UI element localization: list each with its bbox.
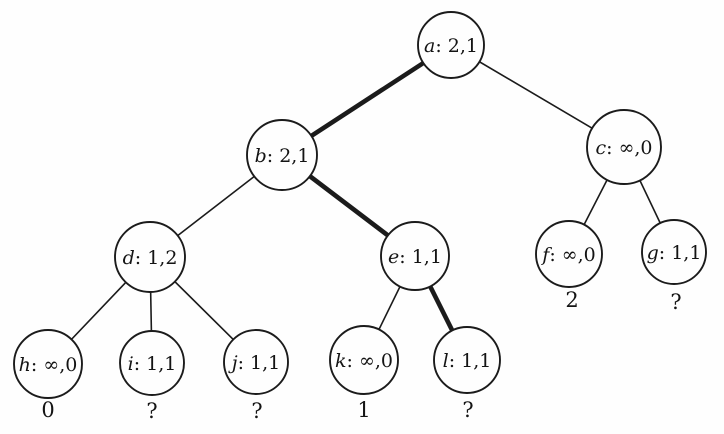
node-a-label: a: 2,1 xyxy=(424,35,478,57)
node-d-value: : 1,2 xyxy=(135,247,178,269)
node-g-circle xyxy=(641,219,707,285)
annotation-j-value: ? xyxy=(251,399,262,423)
edges-layer xyxy=(47,42,675,365)
tree-node-l: l: 1,1 xyxy=(433,326,501,394)
node-f-letter: f xyxy=(540,244,552,266)
node-g-value: : 1,1 xyxy=(659,242,702,264)
node-j-value: : 1,1 xyxy=(238,352,281,374)
annotation-g-value: ? xyxy=(670,290,681,314)
node-f-value: : ∞,0 xyxy=(549,244,595,266)
node-c-letter: c xyxy=(595,137,606,159)
node-h-label: h: ∞,0 xyxy=(19,354,78,376)
node-c-label: c: ∞,0 xyxy=(595,137,652,159)
tree-node-i: i: 1,1 xyxy=(119,330,185,396)
tree-node-f: f: ∞,0 xyxy=(535,220,603,288)
node-k-label: k: ∞,0 xyxy=(335,350,393,372)
node-b-label: b: 2,1 xyxy=(255,145,310,167)
node-i-letter: i xyxy=(128,353,134,375)
node-c-circle xyxy=(586,109,662,185)
node-e-letter: e xyxy=(388,246,399,268)
tree-node-c: c: ∞,0 xyxy=(586,109,662,185)
node-h-letter: h xyxy=(19,354,31,376)
node-b-circle xyxy=(246,119,318,191)
node-l-letter: l xyxy=(443,350,449,372)
node-g-letter: g xyxy=(647,242,659,264)
node-i-value: : 1,1 xyxy=(134,353,177,375)
tree-node-d: d: 1,2 xyxy=(114,221,186,293)
node-h-circle xyxy=(13,329,83,399)
node-j-label: j: 1,1 xyxy=(228,352,281,374)
node-d-circle xyxy=(114,221,186,293)
tree-node-k: k: ∞,0 xyxy=(329,325,399,395)
node-e-label: e: 1,1 xyxy=(388,246,442,268)
tree-node-b: b: 2,1 xyxy=(246,119,318,191)
node-b-value: : 2,1 xyxy=(267,145,310,167)
tree-node-j: j: 1,1 xyxy=(223,329,289,395)
node-k-letter: k xyxy=(335,350,347,372)
node-a-value: : 2,1 xyxy=(435,35,478,57)
annotation-i-value: ? xyxy=(146,399,157,423)
node-a-circle xyxy=(417,11,485,79)
node-c-value: : ∞,0 xyxy=(606,137,652,159)
tree-node-g: g: 1,1 xyxy=(641,219,707,285)
node-f-circle xyxy=(535,220,603,288)
annotation-f-value: 2 xyxy=(565,288,578,312)
tree-node-a: a: 2,1 xyxy=(417,11,485,79)
node-h-value: : ∞,0 xyxy=(31,354,77,376)
node-g-label: g: 1,1 xyxy=(647,242,702,264)
node-k-value: : ∞,0 xyxy=(347,350,393,372)
tree-node-e: e: 1,1 xyxy=(380,221,450,291)
node-d-letter: d xyxy=(123,247,135,269)
node-l-circle xyxy=(433,326,501,394)
node-j-letter: j xyxy=(228,352,238,374)
node-l-label: l: 1,1 xyxy=(443,350,492,372)
tree-node-h: h: ∞,0 xyxy=(13,329,83,399)
node-a-letter: a xyxy=(424,35,435,57)
node-j-circle xyxy=(223,329,289,395)
annotation-k-value: 1 xyxy=(357,398,370,422)
node-i-label: i: 1,1 xyxy=(128,353,177,375)
node-e-circle xyxy=(380,221,450,291)
node-l-value: : 1,1 xyxy=(449,350,492,372)
annotation-l-value: ? xyxy=(462,398,473,422)
node-f-label: f: ∞,0 xyxy=(540,244,595,266)
node-k-circle xyxy=(329,325,399,395)
annotation-h-value: 0 xyxy=(41,398,54,422)
node-b-letter: b xyxy=(255,145,267,167)
node-i-circle xyxy=(119,330,185,396)
annotations-layer: 0?? 1? 2? xyxy=(41,288,681,423)
node-e-value: : 1,1 xyxy=(399,246,442,268)
node-d-label: d: 1,2 xyxy=(123,247,178,269)
